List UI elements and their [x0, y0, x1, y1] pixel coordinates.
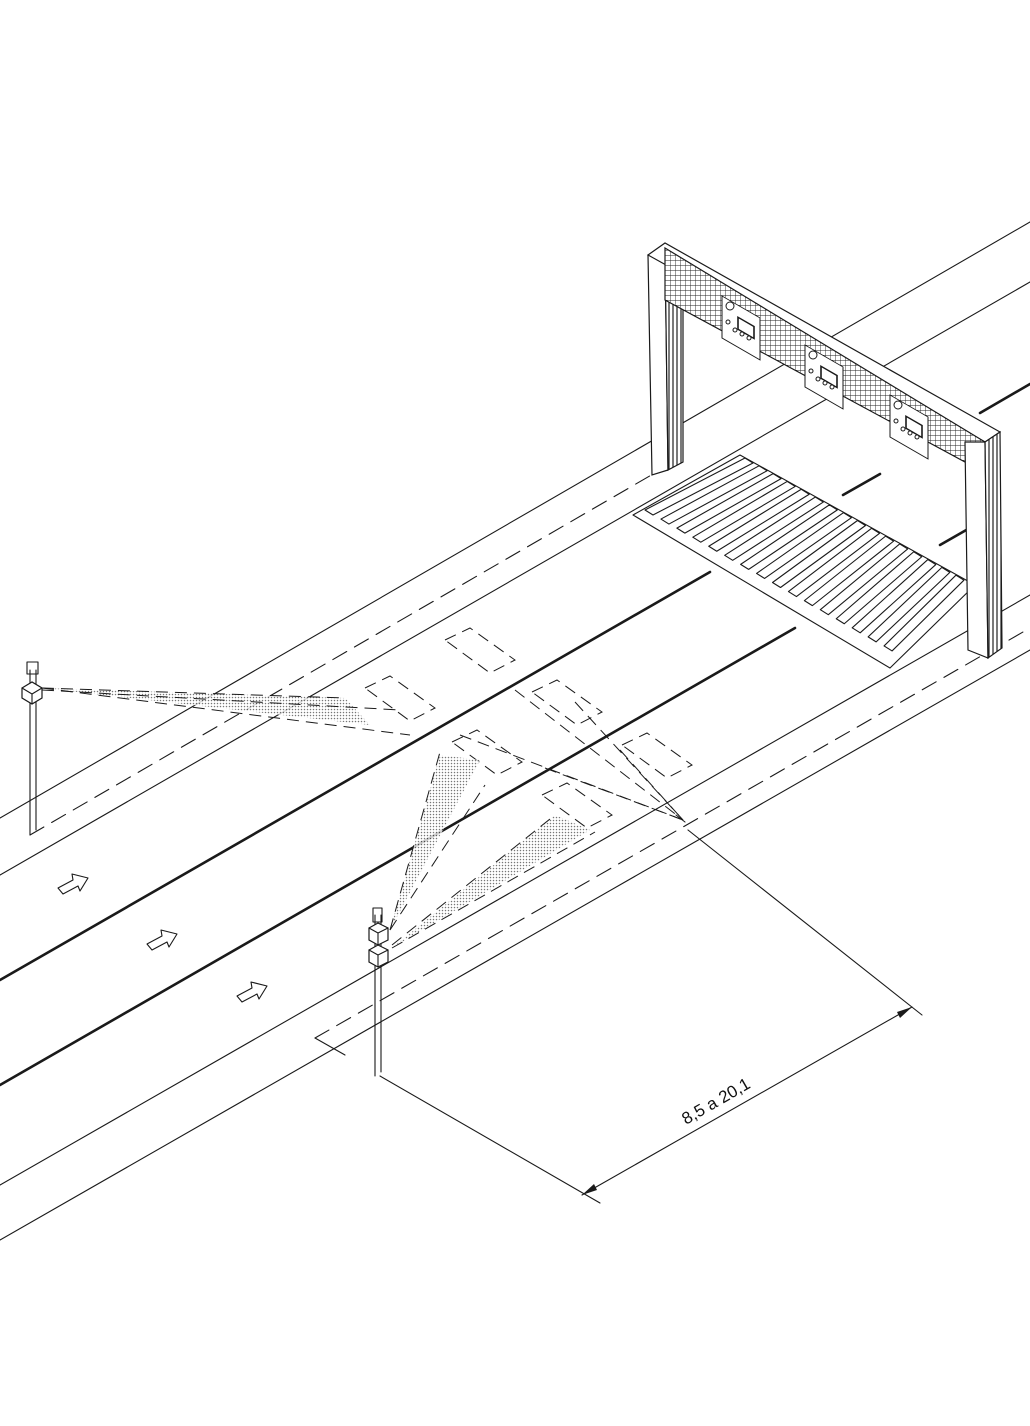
shoulder-dashed-lines: [29, 469, 1030, 1056]
toll-zone-stripe: [756, 512, 852, 579]
arrow-icon: [146, 929, 178, 951]
loop-5: [621, 732, 693, 779]
loop-1: [444, 627, 516, 674]
camera-console-icon: [804, 344, 844, 410]
detection-loops: [364, 627, 693, 829]
camera-console-icon: [889, 394, 929, 460]
dimension-label: 8,5 a 20,1: [679, 1074, 754, 1128]
sensor-beams: [41, 687, 686, 949]
toll-zone-stripe: [708, 488, 810, 552]
toll-zone-stripe: [644, 457, 754, 516]
toll-zone-stripe: [676, 473, 782, 534]
toll-zone-stripe: [803, 535, 895, 607]
loop-6: [541, 782, 613, 829]
sensor-post-front: [368, 907, 389, 1077]
loop-2: [364, 675, 436, 722]
toll-zone-stripe: [771, 519, 867, 589]
toll-zone-stripe: [724, 496, 824, 561]
beam-shade-front-2: [392, 815, 590, 948]
lane-dividers: [0, 382, 1030, 1087]
sensor-post-left: [21, 661, 43, 836]
gantry-leg-right-front: [964, 441, 989, 659]
dimension-annotation: 8,5 a 20,1: [379, 829, 923, 1204]
toll-zone-stripe: [835, 551, 923, 625]
gantry-leg-right-side: [984, 430, 1003, 660]
toll-zone-stripe: [660, 465, 768, 525]
arrow-icon: [57, 873, 89, 895]
beam-shade-front: [390, 755, 480, 930]
toll-zone-stripe: [883, 574, 965, 652]
toll-zone-stripe: [692, 480, 796, 543]
toll-zone-stripe: [787, 527, 881, 598]
gantry-beam-face: [664, 246, 986, 463]
toll-zone-stripe: [867, 566, 951, 643]
toll-zone-stripe: [819, 543, 909, 616]
toll-zone-stripe: [740, 504, 838, 570]
toll-zone-stripe: [851, 559, 937, 634]
beam-shade-left: [42, 688, 370, 725]
loop-4: [451, 729, 523, 776]
sensor-box-icon: [21, 681, 43, 705]
gantry: [646, 242, 1003, 660]
arrow-icon: [236, 981, 268, 1003]
traffic-arrows: [57, 873, 268, 1003]
toll-zone-markings: [632, 454, 976, 669]
camera-console-icon: [721, 295, 761, 361]
loop-3: [531, 679, 603, 726]
